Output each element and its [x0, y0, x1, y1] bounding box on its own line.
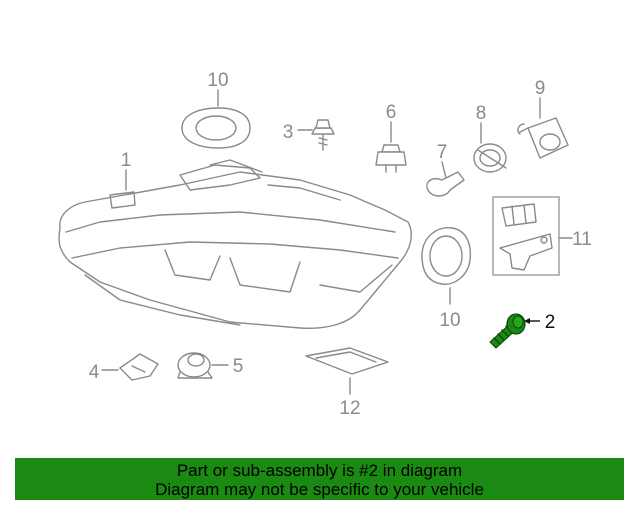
part-info-banner: Part or sub-assembly is #2 in diagram Di…: [15, 458, 624, 500]
callout-1: 1: [121, 150, 132, 171]
leader-line-7: [441, 161, 447, 179]
bulb-part-6[interactable]: [375, 144, 407, 173]
headlight-assembly[interactable]: [58, 159, 412, 330]
callout-8: 8: [476, 103, 487, 124]
callout-12: 12: [339, 398, 360, 419]
callout-10-top: 10: [207, 70, 228, 91]
bracket-set-part-11[interactable]: [492, 196, 560, 276]
callout-11: 11: [572, 229, 592, 250]
motor-part-9[interactable]: [517, 117, 569, 159]
callout-2: 2: [545, 312, 556, 333]
actuator-part-5[interactable]: [177, 352, 213, 379]
banner-line-2: Diagram may not be specific to your vehi…: [155, 480, 484, 499]
socket-part-8[interactable]: [473, 143, 507, 173]
cap-part-10-bottom[interactable]: [421, 227, 472, 285]
parts-diagram: 1 2 3 4 5 6 7 8 9 10 10 11 12: [58, 70, 592, 419]
callout-4: 4: [89, 362, 100, 383]
banner-line-1: Part or sub-assembly is #2 in diagram: [176, 461, 463, 480]
callout-7: 7: [437, 142, 448, 163]
arrow-head-2-icon: [524, 318, 530, 324]
callout-10-bottom: 10: [439, 310, 460, 331]
module-part-12[interactable]: [305, 347, 389, 375]
screw-part-3[interactable]: [311, 119, 335, 151]
bracket-part-4[interactable]: [119, 353, 159, 381]
cap-part-10-top[interactable]: [181, 107, 251, 149]
callout-9: 9: [535, 78, 546, 99]
callout-5: 5: [233, 356, 244, 377]
callout-6: 6: [386, 102, 397, 123]
bolt-part-2[interactable]: [489, 313, 526, 349]
bulb-part-7[interactable]: [426, 171, 465, 197]
callout-3: 3: [283, 122, 294, 143]
